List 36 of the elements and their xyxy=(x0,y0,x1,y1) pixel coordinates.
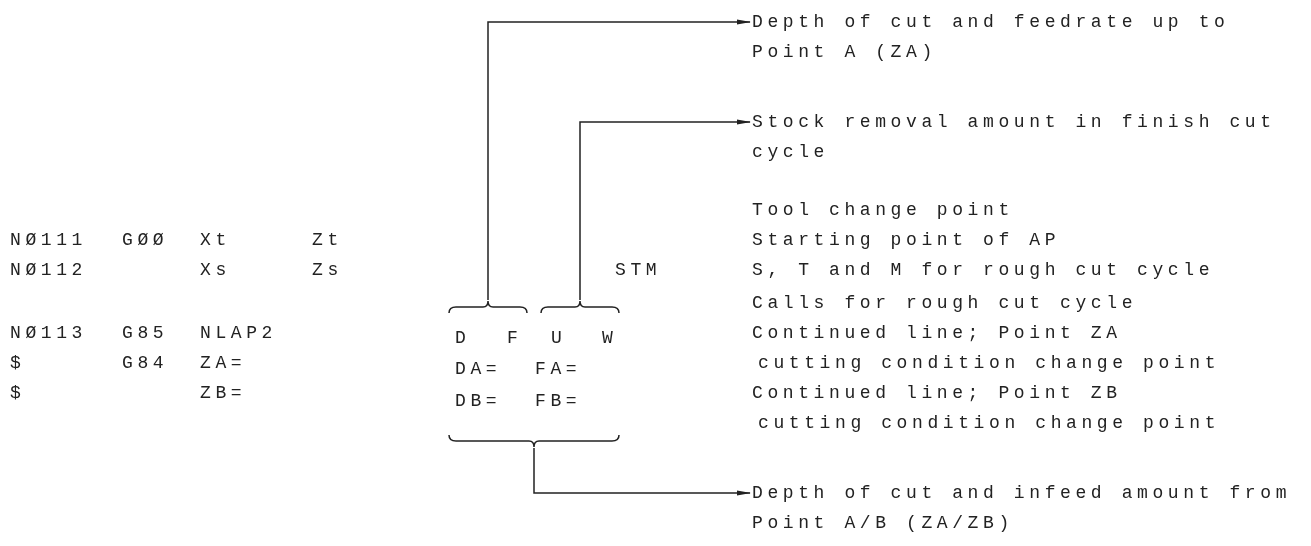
code-text: FA= xyxy=(535,358,582,381)
code-text: G84 xyxy=(122,352,169,375)
description-text: Calls for rough cut cycle xyxy=(752,292,1138,315)
code-text: G85 xyxy=(122,322,169,345)
description-text: Continued line; Point ZA cutting condition change point xyxy=(752,322,1222,375)
description-text: S, T and M for rough cut cycle xyxy=(752,259,1215,282)
code-text: DB= xyxy=(455,390,502,413)
code-text: D xyxy=(455,327,471,350)
code-text: ZB= xyxy=(200,382,247,405)
code-text: NØ112 xyxy=(10,259,87,282)
annotation-text: Depth of cut and feedrate up to Point A (ZA) xyxy=(752,7,1302,67)
code-text: DA= xyxy=(455,358,502,381)
leader-arrow xyxy=(579,119,751,301)
code-text: NLAP2 xyxy=(200,322,277,345)
code-text: $ xyxy=(10,352,26,375)
code-text: Xs xyxy=(200,259,231,282)
code-text: NØ111 xyxy=(10,229,87,252)
annotation-text: Depth of cut and infeed amount from Point A/B (ZA/ZB) xyxy=(752,478,1302,538)
code-text: FB= xyxy=(535,390,582,413)
code-text: ZA= xyxy=(200,352,247,375)
code-text: STM xyxy=(615,259,662,282)
code-text: Zs xyxy=(312,259,343,282)
description-text: Continued line; Point ZB cutting condition change point xyxy=(752,382,1222,435)
description-text: Tool change point xyxy=(752,199,1014,222)
code-text: F xyxy=(507,327,523,350)
leader-arrow xyxy=(533,447,751,496)
code-text: $ xyxy=(10,382,26,405)
annotation-text: Stock removal amount in finish cut cycle xyxy=(752,107,1302,167)
code-text: Xt xyxy=(200,229,231,252)
code-text: U xyxy=(551,327,567,350)
leader-arrow xyxy=(487,19,751,301)
description-text: Starting point of AP xyxy=(752,229,1061,252)
code-text: GØØ xyxy=(122,229,169,252)
code-text: Zt xyxy=(312,229,343,252)
code-text: W xyxy=(602,327,618,350)
code-text: NØ113 xyxy=(10,322,87,345)
